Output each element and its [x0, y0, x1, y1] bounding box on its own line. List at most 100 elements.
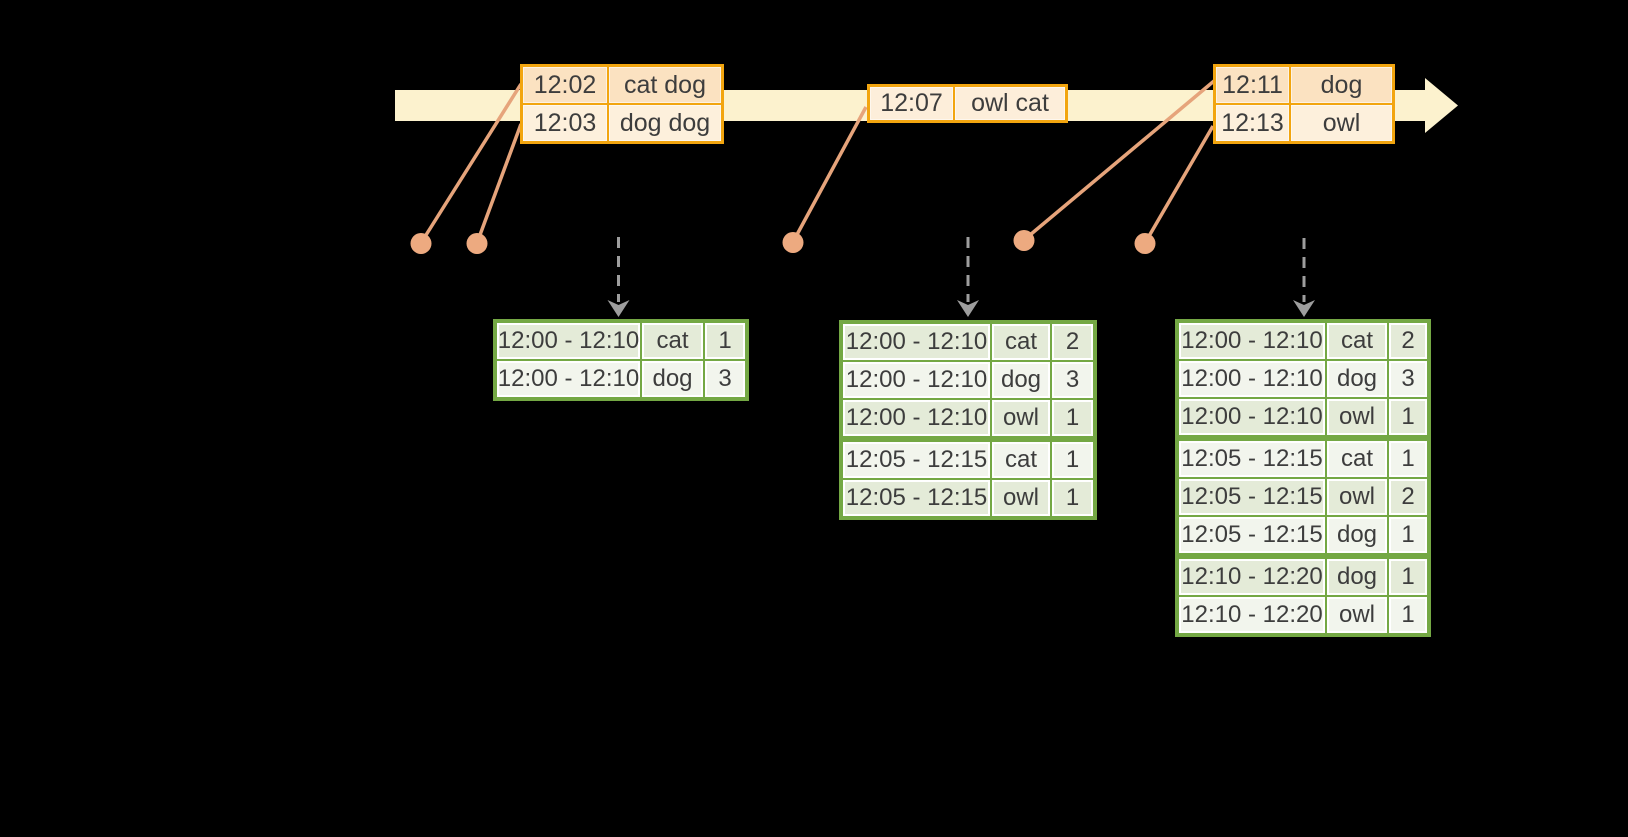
count-cell: 2	[1050, 324, 1093, 360]
count-cell: 1	[1050, 442, 1093, 478]
word-cell: owl	[990, 400, 1050, 436]
event-time-cell: 12:03	[523, 105, 607, 141]
result-table-1: 12:00 - 12:10 cat 1 12:00 - 12:10 dog 3	[493, 319, 749, 401]
result-table-2: 12:00 - 12:10 cat 2 12:00 - 12:10 dog 3 …	[839, 320, 1097, 520]
word-cell: owl	[1325, 479, 1387, 515]
count-cell: 1	[1387, 559, 1427, 595]
trigger-arrowhead-icon	[957, 300, 979, 317]
event-words-cell: dog	[1289, 67, 1392, 103]
window-cell: 12:05 - 12:15	[843, 442, 990, 478]
result-row: 12:10 - 12:20 dog 1	[1179, 553, 1427, 595]
window-cell: 12:00 - 12:10	[843, 324, 990, 360]
word-cell: cat	[990, 324, 1050, 360]
event-table-3: 12:11 dog 12:13 owl	[1213, 64, 1395, 144]
event-dot	[410, 233, 432, 254]
window-cell: 12:00 - 12:10	[1179, 399, 1325, 435]
trigger-arrowheads	[607, 300, 1315, 317]
result-table-3: 12:00 - 12:10 cat 2 12:00 - 12:10 dog 3 …	[1175, 319, 1431, 637]
connector-lines	[419, 79, 1216, 244]
event-time-cell: 12:02	[523, 67, 607, 103]
event-time-cell: 12:13	[1216, 105, 1289, 141]
result-row: 12:00 - 12:10 cat 1	[497, 323, 745, 359]
result-row: 12:00 - 12:10 cat 2	[1179, 323, 1427, 359]
count-cell: 3	[1387, 361, 1427, 397]
word-cell: owl	[1325, 399, 1387, 435]
event-time-cell: 12:11	[1216, 67, 1289, 103]
word-cell: cat	[1325, 441, 1387, 477]
word-cell: owl	[990, 480, 1050, 516]
count-cell: 1	[703, 323, 745, 359]
result-row: 12:00 - 12:10 dog 3	[1179, 359, 1427, 397]
event-table-2: 12:07 owl cat	[867, 84, 1068, 123]
count-cell: 1	[1387, 517, 1427, 553]
connector-line	[419, 83, 523, 244]
result-row: 12:00 - 12:10 owl 1	[1179, 397, 1427, 435]
count-cell: 3	[703, 361, 745, 397]
window-cell: 12:00 - 12:10	[497, 361, 640, 397]
window-cell: 12:00 - 12:10	[1179, 323, 1325, 359]
timeline-arrowhead-icon	[1425, 78, 1458, 133]
event-row: 12:11 dog	[1216, 67, 1392, 103]
word-cell: cat	[640, 323, 703, 359]
word-cell: dog	[990, 362, 1050, 398]
result-row: 12:05 - 12:15 dog 1	[1179, 515, 1427, 553]
result-row: 12:10 - 12:20 owl 1	[1179, 595, 1427, 633]
trigger-arrowhead-icon	[607, 300, 630, 317]
window-cell: 12:05 - 12:15	[1179, 517, 1325, 553]
result-row: 12:05 - 12:15 cat 1	[1179, 435, 1427, 477]
event-dots	[410, 230, 1156, 254]
event-row: 12:03 dog dog	[523, 103, 721, 141]
event-dot	[466, 233, 488, 254]
window-cell: 12:00 - 12:10	[497, 323, 640, 359]
event-time-cell: 12:07	[870, 87, 953, 120]
connector-line	[475, 123, 523, 244]
event-words-cell: dog dog	[607, 105, 721, 141]
window-cell: 12:00 - 12:10	[843, 400, 990, 436]
event-row: 12:07 owl cat	[870, 87, 1065, 120]
event-words-cell: owl	[1289, 105, 1392, 141]
connector-line	[1143, 125, 1215, 244]
trigger-arrowhead-icon	[1293, 300, 1315, 317]
result-row: 12:00 - 12:10 owl 1	[843, 398, 1093, 436]
count-cell: 2	[1387, 323, 1427, 359]
word-cell: cat	[990, 442, 1050, 478]
window-cell: 12:05 - 12:15	[1179, 441, 1325, 477]
count-cell: 1	[1387, 441, 1427, 477]
result-row: 12:00 - 12:10 cat 2	[843, 324, 1093, 360]
event-row: 12:13 owl	[1216, 103, 1392, 141]
connector-line	[791, 106, 868, 243]
result-row: 12:00 - 12:10 dog 3	[843, 360, 1093, 398]
event-table-1: 12:02 cat dog 12:03 dog dog	[520, 64, 724, 144]
result-row: 12:05 - 12:15 owl 2	[1179, 477, 1427, 515]
event-words-cell: cat dog	[607, 67, 721, 103]
word-cell: dog	[640, 361, 703, 397]
connector-line	[1022, 79, 1216, 242]
count-cell: 1	[1387, 597, 1427, 633]
event-dot	[782, 232, 804, 253]
event-words-cell: owl cat	[953, 87, 1065, 120]
count-cell: 1	[1050, 480, 1093, 516]
count-cell: 3	[1050, 362, 1093, 398]
word-cell: dog	[1325, 517, 1387, 553]
event-row: 12:02 cat dog	[523, 67, 721, 103]
result-row: 12:00 - 12:10 dog 3	[497, 359, 745, 397]
word-cell: dog	[1325, 559, 1387, 595]
event-dot	[1013, 230, 1035, 251]
word-cell: dog	[1325, 361, 1387, 397]
count-cell: 1	[1050, 400, 1093, 436]
window-cell: 12:00 - 12:10	[843, 362, 990, 398]
window-cell: 12:10 - 12:20	[1179, 597, 1325, 633]
word-cell: owl	[1325, 597, 1387, 633]
window-cell: 12:05 - 12:15	[1179, 479, 1325, 515]
result-row: 12:05 - 12:15 cat 1	[843, 436, 1093, 478]
count-cell: 1	[1387, 399, 1427, 435]
event-dot	[1134, 233, 1156, 254]
window-cell: 12:10 - 12:20	[1179, 559, 1325, 595]
word-cell: cat	[1325, 323, 1387, 359]
window-cell: 12:05 - 12:15	[843, 480, 990, 516]
trigger-arrow-lines	[617, 237, 1306, 302]
result-row: 12:05 - 12:15 owl 1	[843, 478, 1093, 516]
count-cell: 2	[1387, 479, 1427, 515]
